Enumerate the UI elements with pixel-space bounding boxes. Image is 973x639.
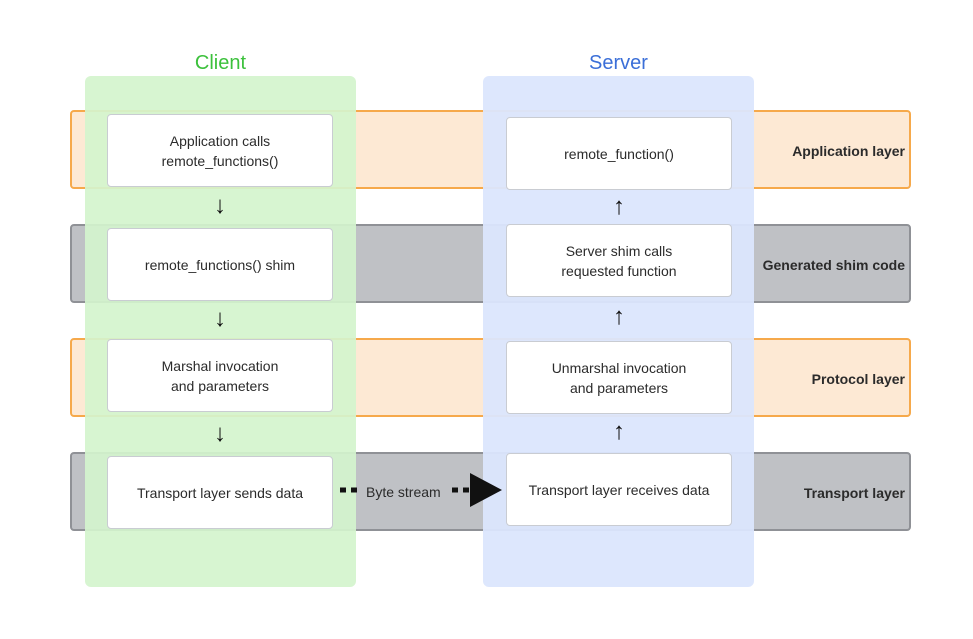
transport-layer-label: Transport layer [803,485,905,501]
byte-stream-label: Byte stream [366,484,441,500]
server-shim-box: Server shim calls requested function [506,224,732,297]
protocol-layer-label: Protocol layer [811,371,905,387]
byte-stream-connector [340,473,502,507]
arrow-up-icon: ↑ [613,193,625,220]
server-transport-box: Transport layer receives data [506,453,732,526]
server-unmarshal-box: Unmarshal invocation and parameters [506,341,732,414]
application-layer-label: Application layer [792,143,905,159]
client-app-call-box: Application calls remote_functions() [107,114,333,187]
arrow-up-icon: ↑ [613,418,625,445]
arrow-down-icon: ↓ [214,192,226,219]
arrowhead-right-icon [470,473,502,507]
server-title: Server [589,52,648,74]
client-transport-box: Transport layer sends data [107,456,333,529]
server-remote-function-box: remote_function() [506,117,732,190]
client-shim-box: remote_functions() shim [107,228,333,301]
shim-layer-label: Generated shim code [762,257,905,273]
arrow-down-icon: ↓ [214,305,226,332]
client-marshal-box: Marshal invocation and parameters [107,339,333,412]
client-title: Client [194,52,247,74]
arrow-down-icon: ↓ [214,420,226,447]
arrow-up-icon: ↑ [613,303,625,330]
